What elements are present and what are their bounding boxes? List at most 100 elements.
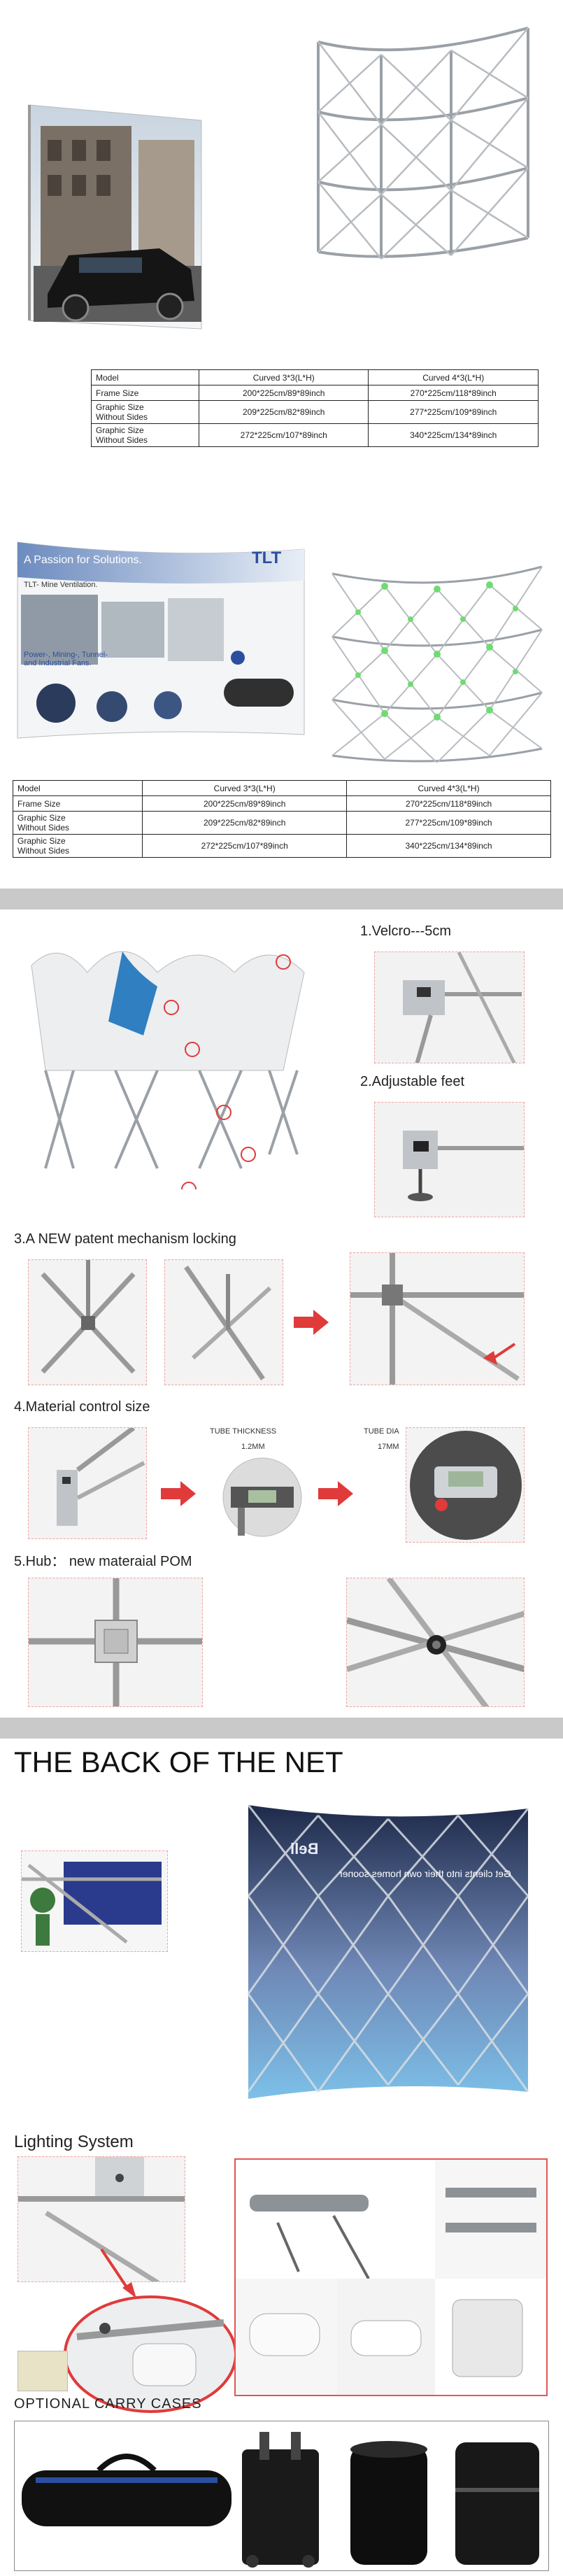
material-illustration-1 xyxy=(57,1428,145,1526)
caliper-dia-photo xyxy=(406,1427,525,1543)
hub-photo-2 xyxy=(346,1578,525,1707)
spec-table-2: Model Curved 3*3(L*H) Curved 4*3(L*H) Fr… xyxy=(12,780,551,858)
table-cell: 277*225cm/109*89inch xyxy=(368,400,539,424)
table-row: Graphic Size Without Sides 272*225cm/107… xyxy=(12,834,551,858)
velcro-illustration xyxy=(403,952,522,1063)
section-divider xyxy=(0,1718,563,1739)
table-row: Graphic Size Without Sides 209*225cm/82*… xyxy=(91,400,539,424)
table-header-cell: Curved 3*3(L*H) xyxy=(198,369,369,385)
locking-illustration-3 xyxy=(350,1253,524,1385)
banner-body: Power-, Mining-, Tunnel- and Industrial … xyxy=(24,651,108,667)
back-title: THE BACK OF THE NET xyxy=(14,1746,343,1778)
tube-thickness-value: 1.2MM xyxy=(241,1443,265,1451)
feet-illustration xyxy=(403,1131,524,1201)
hub-illustration-2 xyxy=(347,1578,524,1706)
table-cell-label: Graphic Size Without Sides xyxy=(12,834,143,858)
spec-table-1: Model Curved 3*3(L*H) Curved 4*3(L*H) Fr… xyxy=(91,369,539,447)
table-cell-label: Frame Size xyxy=(12,795,143,812)
table-row: Model Curved 3*3(L*H) Curved 4*3(L*H) xyxy=(12,780,551,796)
folded-frame-illustration xyxy=(31,951,305,1197)
table-row: Graphic Size Without Sides 272*225cm/107… xyxy=(91,423,539,447)
table-cell: 209*225cm/82*89inch xyxy=(198,400,369,424)
back-banner-text-mirrored: Get clients into their own homes sooner xyxy=(339,1868,511,1879)
frame-illustration xyxy=(317,27,529,260)
feature-title-locking: 3.A NEW patent mechanism locking xyxy=(14,1231,236,1247)
back-detail-photo xyxy=(21,1850,168,1952)
locking-photo-1 xyxy=(28,1259,147,1385)
lighting-title: Lighting System xyxy=(14,2132,134,2151)
table-cell: 270*225cm/118*89inch xyxy=(346,795,551,812)
caliper-thickness-photo xyxy=(217,1455,308,1539)
table-cell: 340*225cm/134*89inch xyxy=(346,834,551,858)
tlt-banner-graphic: A Passion for Solutions. TLT TLT- Mine V… xyxy=(14,539,308,742)
locking-photo-3 xyxy=(350,1252,525,1385)
banner-logo: TLT xyxy=(252,549,282,567)
tube-dia-label: TUBE DIA xyxy=(364,1427,399,1436)
arrow-right-icon xyxy=(294,1308,329,1340)
table-cell: 209*225cm/82*89inch xyxy=(142,811,348,835)
cases-title: OPTIONAL CARRY CASES xyxy=(14,2396,202,2412)
table-header-cell: Model xyxy=(12,780,143,796)
lighting-zoom-photo xyxy=(63,2295,238,2414)
table-row: Frame Size 200*225cm/89*89inch 270*225cm… xyxy=(91,385,539,401)
table-header-cell: Curved 4*3(L*H) xyxy=(368,369,539,385)
lighting-products-illustration xyxy=(236,2160,546,2395)
carry-cases-panel xyxy=(14,2421,549,2571)
hub-photo-1 xyxy=(28,1578,203,1707)
table-cell-label: Frame Size xyxy=(91,385,199,401)
back-brand-mirrored: Bell xyxy=(290,1840,319,1857)
locking-photo-2 xyxy=(164,1259,283,1385)
hub-illustration-1 xyxy=(29,1578,202,1706)
feature-title-hub: 5.Hub： new materaial POM xyxy=(14,1554,192,1569)
banner-illustration xyxy=(17,542,305,739)
table-row: Model Curved 3*3(L*H) Curved 4*3(L*H) xyxy=(91,369,539,385)
feature-title-velcro: 1.Velcro---5cm xyxy=(360,923,452,939)
carry-cases-section: OPTIONAL CARRY CASES xyxy=(0,2396,563,2576)
car-graphic-photo xyxy=(20,98,208,339)
frame-3x3-drawing xyxy=(304,14,542,266)
table-row: Graphic Size Without Sides 209*225cm/82*… xyxy=(12,811,551,835)
section-divider xyxy=(0,889,563,910)
table-cell-label: Graphic Size Without Sides xyxy=(91,423,199,447)
lighting-mount-illustration xyxy=(18,2157,185,2281)
features-section: 1.Velcro---5cm 2.Adjustable feet 3.A NEW… xyxy=(0,910,563,1714)
product-section-1: Model Curved 3*3(L*H) Curved 4*3(L*H) Fr… xyxy=(0,0,563,448)
back-detail-illustration xyxy=(22,1862,162,1946)
lighting-thumb-photo xyxy=(17,2351,68,2391)
product-section-2: A Passion for Solutions. TLT TLT- Mine V… xyxy=(0,483,563,889)
tube-thickness-label: TUBE THICKNESS xyxy=(210,1427,277,1436)
velcro-detail-photo xyxy=(374,951,525,1063)
table-cell: 340*225cm/134*89inch xyxy=(368,423,539,447)
locking-illustration-1 xyxy=(41,1260,136,1374)
table-cell: 277*225cm/109*89inch xyxy=(346,811,551,835)
table-cell-label: Graphic Size Without Sides xyxy=(91,400,199,424)
arrow-right-icon xyxy=(318,1480,353,1511)
table-header-cell: Model xyxy=(91,369,199,385)
arrow-right-icon xyxy=(161,1480,196,1511)
feature-title-feet: 2.Adjustable feet xyxy=(360,1074,464,1089)
feature-title-material: 4.Material control size xyxy=(14,1399,150,1415)
arrow-down-icon xyxy=(98,2246,140,2305)
caliper-illustration xyxy=(222,1457,302,1537)
table-header-cell: Curved 4*3(L*H) xyxy=(346,780,551,796)
carry-cases-illustration xyxy=(22,2432,539,2568)
table-cell: 200*225cm/89*89inch xyxy=(142,795,348,812)
back-of-net-illustration xyxy=(247,1804,529,2099)
folded-frame-photo xyxy=(17,930,318,1197)
frame-4x3-drawing xyxy=(325,560,549,763)
table-cell: 200*225cm/89*89inch xyxy=(198,385,369,401)
lighting-product-panel xyxy=(234,2158,548,2396)
car-graphic-illustration xyxy=(28,104,202,330)
lighting-mount-photo xyxy=(17,2156,185,2282)
lighting-section: Lighting System xyxy=(0,2132,563,2413)
caliper-dia-illustration xyxy=(410,1431,522,1540)
tube-dia-value: 17MM xyxy=(378,1443,399,1451)
table-cell: 270*225cm/118*89inch xyxy=(368,385,539,401)
table-header-cell: Curved 3*3(L*H) xyxy=(142,780,348,796)
locking-illustration-2 xyxy=(184,1266,272,1380)
table-cell: 272*225cm/107*89inch xyxy=(198,423,369,447)
lighting-zoom-illustration xyxy=(64,2295,237,2413)
banner-title: A Passion for Solutions. xyxy=(24,554,142,566)
table-row: Frame Size 200*225cm/89*89inch 270*225cm… xyxy=(12,795,551,812)
table-cell: 272*225cm/107*89inch xyxy=(142,834,348,858)
